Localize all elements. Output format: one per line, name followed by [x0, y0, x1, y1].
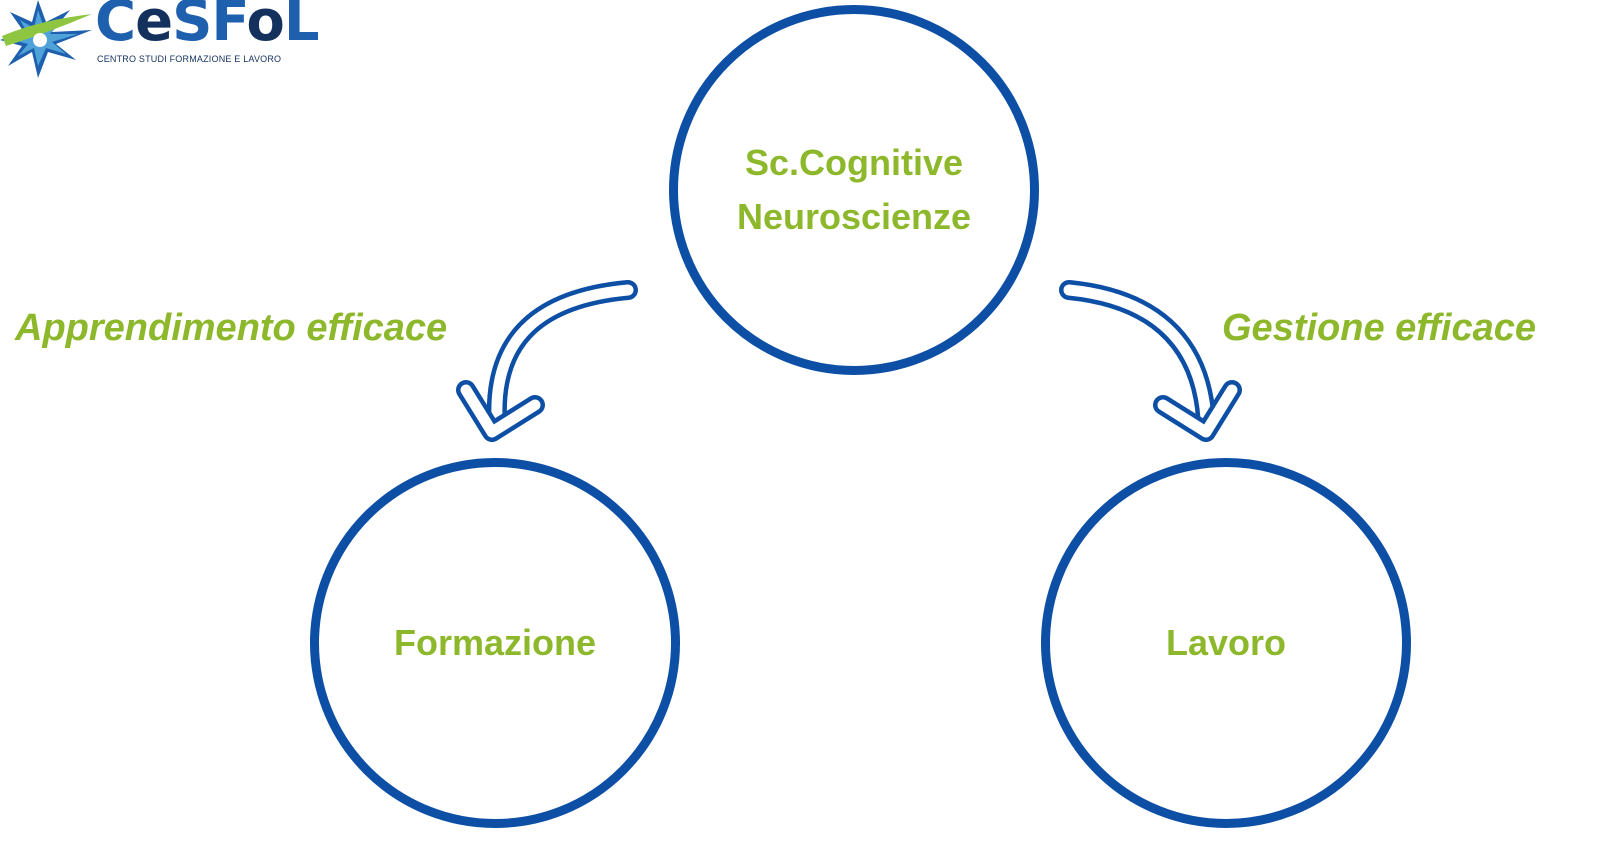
node-right-label: Lavoro	[1165, 622, 1287, 663]
curved-arrow-down-right-icon	[1059, 280, 1242, 442]
node-lavoro: Lavoro	[1041, 458, 1411, 828]
logo-tagline: CENTRO STUDI FORMAZIONE E LAVORO	[97, 54, 282, 64]
curved-arrow-down-left-icon	[456, 280, 638, 442]
node-sc-cognitive-neuroscienze: Sc.Cognitive Neuroscienze	[669, 5, 1039, 375]
star-logo-icon	[0, 0, 92, 78]
edge-label-gestione-efficace: Gestione efficace	[1222, 307, 1537, 349]
node-formazione: Formazione	[310, 458, 680, 828]
edge-label-apprendimento-efficace: Apprendimento efficace	[15, 307, 448, 349]
logo-wordmark: CeSFoL	[95, 0, 320, 54]
node-top-line1: Sc.Cognitive	[744, 142, 964, 183]
node-top-line2: Neuroscienze	[736, 196, 972, 237]
node-left-label: Formazione	[393, 622, 597, 663]
cesfol-logo: CeSFoL CENTRO STUDI FORMAZIONE E LAVORO	[0, 0, 320, 80]
